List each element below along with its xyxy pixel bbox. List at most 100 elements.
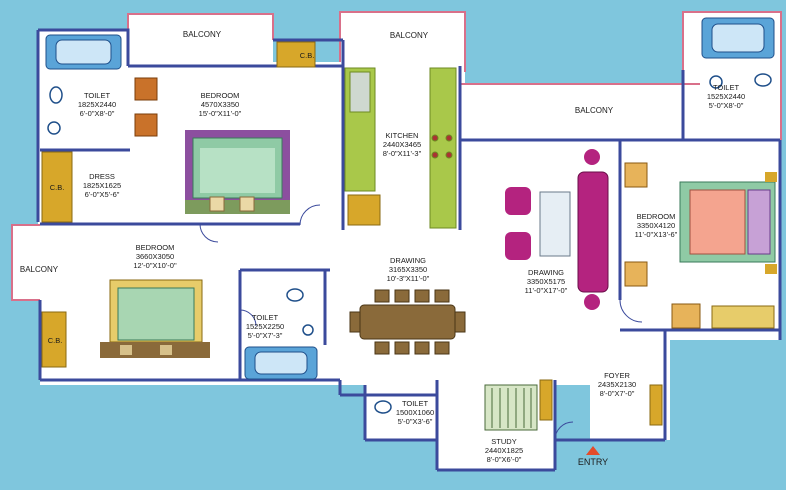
room-label-cb-dress: C.B. bbox=[50, 183, 65, 192]
room-name: BALCONY bbox=[182, 30, 222, 39]
room-dims-ft: 12'-0"X10'-0" bbox=[133, 261, 177, 270]
living-furniture bbox=[505, 149, 609, 310]
study-shelf bbox=[484, 384, 538, 431]
room-dims-ft: 6'-0"X5'-6" bbox=[84, 190, 120, 199]
room-label-bedroom-top: BEDROOM 4570X3350 15'-0"X11'-0" bbox=[199, 91, 242, 118]
wc-bottom bbox=[374, 400, 392, 414]
room-name: BEDROOM bbox=[135, 243, 175, 252]
kitchen-counters bbox=[344, 67, 457, 229]
hob-burner bbox=[445, 134, 453, 142]
room-name: C.B. bbox=[299, 51, 315, 60]
bathtubs bbox=[45, 17, 775, 380]
room-label-balcony-left: BALCONY bbox=[20, 265, 58, 274]
room-dims-ft: 15'-0"X11'-0" bbox=[198, 109, 242, 118]
room-dims-ft: 5'-0"X8'-0" bbox=[708, 101, 744, 110]
room-dims-mm: 1825X1625 bbox=[82, 181, 122, 190]
cupboards bbox=[41, 41, 663, 426]
room-label-toilet-top-left: TOILET 1825X2440 6'-0"X8'-0" bbox=[78, 91, 116, 118]
sofa-long bbox=[577, 171, 609, 293]
room-name: STUDY bbox=[491, 437, 517, 446]
room-dims-mm: 3165X3350 bbox=[388, 265, 428, 274]
wc-top-right bbox=[754, 73, 772, 87]
cupboard-dress bbox=[41, 151, 73, 223]
room-label-bedroom-left: BEDROOM 3660X3050 12'-0"X10'-0" bbox=[133, 243, 176, 270]
room-label-drawing-dining: DRAWING 3165X3350 10'-3"X11'-0" bbox=[387, 256, 430, 283]
room-dims-ft: 11'-0"X13'-6" bbox=[634, 230, 678, 239]
bed-right bbox=[679, 172, 777, 274]
room-name: BEDROOM bbox=[636, 212, 676, 221]
room-dims-mm: 2435X2130 bbox=[597, 380, 637, 389]
bed-left bbox=[100, 279, 210, 358]
room-label-bedroom-right: BEDROOM 3350X4120 11'-0"X13'-6" bbox=[635, 212, 678, 239]
hob-burner bbox=[445, 151, 453, 159]
cupboard-kitchen bbox=[347, 194, 381, 226]
basin-top-right bbox=[709, 75, 723, 89]
room-dims-ft: 5'-0"X7'-3" bbox=[247, 331, 283, 340]
coffee-table bbox=[539, 191, 571, 257]
chair bbox=[671, 303, 701, 329]
room-dims-mm: 3350X5175 bbox=[526, 277, 566, 286]
walls bbox=[36, 28, 782, 472]
room-dims-mm: 2440X3465 bbox=[382, 140, 422, 149]
room-name: TOILET bbox=[712, 83, 740, 92]
room-label-balcony-top-mid: BALCONY bbox=[390, 31, 428, 40]
room-label-toilet-mid: TOILET 1525X2250 5'-0"X7'-3" bbox=[246, 313, 284, 340]
counter-right bbox=[429, 67, 457, 229]
room-dims-ft: 6'-0"X8'-0" bbox=[79, 109, 115, 118]
side-table bbox=[584, 294, 600, 310]
room-dims-mm: 1525X2440 bbox=[706, 92, 746, 101]
room-label-study: STUDY 2440X1825 8'-0"X6'-0" bbox=[485, 437, 523, 464]
room-label-balcony-right: BALCONY bbox=[575, 106, 613, 115]
room-label-toilet-top-right: TOILET 1525X2440 5'-0"X8'-0" bbox=[707, 83, 745, 110]
dining-table bbox=[349, 289, 466, 355]
room-dims-mm: 3350X4120 bbox=[636, 221, 676, 230]
entry-arrow-icon bbox=[586, 446, 600, 455]
room-label-balcony-top-left: BALCONY bbox=[183, 30, 221, 39]
room-dims-ft: 10'-3"X11'-0" bbox=[386, 274, 430, 283]
room-dims-ft: 8'-0"X11'-3" bbox=[382, 149, 422, 158]
wc-top-left bbox=[49, 86, 63, 104]
room-label-cb-left: C.B. bbox=[48, 336, 63, 345]
room-dims-ft: 8'-0"X7'-0" bbox=[599, 389, 635, 398]
room-name: TOILET bbox=[83, 91, 111, 100]
room-name: BALCONY bbox=[19, 265, 59, 274]
room-dims-mm: 2440X1825 bbox=[484, 446, 524, 455]
door-swings bbox=[199, 204, 643, 441]
room-name: FOYER bbox=[604, 371, 630, 380]
bed-top bbox=[185, 130, 290, 214]
room-label-cb-top: C.B. bbox=[300, 51, 315, 60]
armchair bbox=[505, 187, 531, 215]
cupboard-top bbox=[276, 41, 316, 68]
cupboard-left bbox=[41, 311, 67, 368]
room-dims-mm: 3660X3050 bbox=[135, 252, 175, 261]
hob-burner bbox=[431, 134, 439, 142]
basin-mid bbox=[302, 324, 314, 336]
room-dims-mm: 4570X3350 bbox=[200, 100, 240, 109]
room-name: C.B. bbox=[47, 336, 63, 345]
sanitary-fixtures bbox=[47, 73, 772, 414]
room-label-foyer: FOYER 2435X2130 8'-0"X7'-0" bbox=[598, 371, 636, 398]
room-label-toilet-bottom: TOILET 1500X1060 5'-0"X3'-6" bbox=[396, 399, 434, 426]
chair bbox=[624, 162, 648, 188]
hob-burner bbox=[431, 151, 439, 159]
sink bbox=[349, 71, 371, 113]
basin-top-left bbox=[47, 121, 61, 135]
cupboard-study bbox=[539, 379, 553, 421]
entry-label: ENTRY bbox=[577, 457, 609, 467]
room-name: BALCONY bbox=[574, 106, 614, 115]
cupboard-foyer bbox=[649, 384, 663, 426]
room-dims-ft: 11'-0"X17'-0" bbox=[524, 286, 568, 295]
room-dims-ft: 8'-0"X6'-0" bbox=[486, 455, 522, 464]
room-name: BEDROOM bbox=[200, 91, 240, 100]
room-name: BALCONY bbox=[389, 31, 429, 40]
room-label-dress: DRESS 1825X1625 6'-0"X5'-6" bbox=[83, 172, 121, 199]
chair bbox=[624, 261, 648, 287]
room-dims-mm: 1825X2440 bbox=[77, 100, 117, 109]
chair bbox=[134, 113, 158, 137]
room-dims-mm: 1500X1060 bbox=[395, 408, 435, 417]
side-table bbox=[584, 149, 600, 165]
room-name: KITCHEN bbox=[385, 131, 419, 140]
room-dims-ft: 5'-0"X3'-6" bbox=[397, 417, 433, 426]
